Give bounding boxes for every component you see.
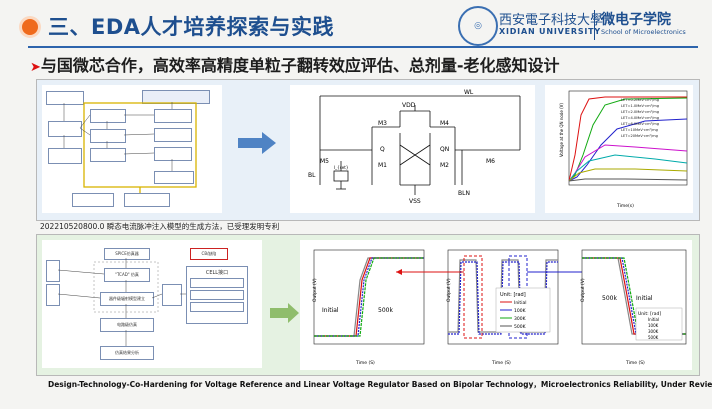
flow-box	[154, 147, 192, 161]
let-legend-item: LET=4.0MeV·cm²/mg	[621, 116, 659, 120]
flow-box	[90, 109, 126, 123]
chart3-initial-label: Initial	[636, 295, 653, 302]
flow-box	[154, 128, 192, 142]
chart3-legend-item: 500K	[648, 335, 659, 340]
paper-caption: Design-Technology-Co-Hardening for Volta…	[48, 380, 712, 389]
flow-box	[124, 193, 170, 207]
m2-label: M2	[440, 162, 449, 169]
tcad-box: "TCAD" 仿真	[104, 268, 150, 282]
flow-box	[190, 278, 244, 288]
flow-box	[90, 148, 126, 162]
bl-label: BL	[308, 172, 316, 179]
let-legend-item: LET=10MeV·cm²/mg	[621, 128, 658, 132]
qn-label: QN	[440, 146, 449, 153]
chart3-500k-label: 500k	[602, 295, 617, 302]
wl-label: WL	[464, 89, 474, 96]
chart2-legend-item: 100K	[514, 308, 527, 314]
let-legend-item: LET=2.0MeV·cm²/mg	[621, 110, 659, 114]
chart3-legend-item: Initial	[648, 317, 659, 322]
tid-waveform-charts: Initial 500k Output (V) Time (S) Unit: […	[300, 240, 692, 370]
chart1-ylabel: Output (V)	[312, 278, 318, 302]
m4-label: M4	[440, 120, 449, 127]
chart3-ylabel: Output (V)	[580, 278, 586, 302]
interface-label: CB/缺陷	[190, 248, 228, 260]
flow-box	[190, 290, 244, 300]
university-seal-icon: ◎	[458, 6, 498, 46]
eda-flow-diagram	[42, 85, 222, 213]
subtitle-arrow-icon: ➤	[30, 60, 41, 75]
device-model-box: 器件级辐射模型建立	[100, 292, 154, 306]
subtitle-text: 与国微芯合作，高效率高精度单粒子翻转效应评估、总剂量-老化感知设计	[40, 56, 560, 75]
flow-box	[162, 284, 182, 306]
bln-label: BLN	[458, 190, 470, 197]
let-response-chart: Voltage at the QN node (V) Time(s) LET=0…	[545, 85, 693, 213]
flow-box	[46, 260, 60, 282]
vss-label: VSS	[409, 198, 421, 205]
let-legend-item: LET=1.0MeV·cm²/mg	[621, 104, 659, 108]
flow-box	[46, 284, 60, 306]
let-legend-item: LET=0.2MeV·cm²/mg	[621, 98, 659, 102]
flow-box	[72, 193, 114, 207]
slide-subtitle: ➤与国微芯合作，高效率高精度单粒子翻转效应评估、总剂量-老化感知设计	[30, 52, 560, 76]
flow-box	[90, 129, 126, 143]
spice-simulator-box: SPICE仿真器	[104, 248, 150, 260]
chart2-legend-item: 500K	[514, 324, 527, 330]
let-legend-item: LET=20MeV·cm²/mg	[621, 134, 658, 138]
m5-label: M5	[320, 158, 329, 165]
page-title: 三、EDA人才培养探索与实践	[48, 15, 335, 39]
header-rule	[28, 46, 698, 48]
university-name-cn: 西安電子科技大學	[499, 13, 604, 28]
let-chart-xlabel: Time(s)	[616, 203, 634, 209]
m3-label: M3	[378, 120, 387, 127]
let-chart-plot: Voltage at the QN node (V) Time(s) LET=0…	[559, 90, 688, 209]
result-analysis-box: 仿真结果分析	[100, 346, 154, 360]
m1-label: M1	[378, 162, 387, 169]
university-name-en: XIDIAN UNIVERSITY	[499, 27, 602, 36]
patent-caption: 202210520800.0 瞬态电流脉冲注入模型的生成方法，已受理发明专利	[40, 222, 280, 231]
school-name-en: School of Microelectronics	[601, 28, 686, 36]
flow-box	[46, 91, 84, 105]
m6-label: M6	[486, 158, 495, 165]
chart2-legend-item: Initial	[514, 300, 526, 306]
chart3-legend-unit: Unit: [rad]	[638, 311, 661, 317]
let-legend-item: LET=6.0MeV·cm²/mg	[621, 122, 659, 126]
circuit-sim-box: 电路级仿真	[100, 318, 154, 332]
chart1-500k-label: 500k	[378, 307, 393, 314]
spice-flow-diagram: SPICE仿真器 "TCAD" 仿真 器件级辐射模型建立 电路级仿真 仿真结果分…	[42, 240, 262, 368]
chart3-legend-item: 300K	[648, 329, 659, 334]
chart3-legend-item: 100K	[648, 323, 659, 328]
spice-flow-connectors	[57, 258, 186, 346]
chart2-xlabel: Time (S)	[491, 360, 511, 366]
vdd-label: VDD	[402, 102, 416, 109]
chart3-xlabel: Time (S)	[625, 360, 645, 366]
chart2-legend-unit: Unit: [rad]	[500, 292, 526, 298]
school-name-cn: 微电子学院	[601, 12, 671, 28]
chart1-initial-label: Initial	[322, 307, 339, 314]
flow-connectors	[63, 102, 197, 193]
flow-box	[48, 148, 82, 164]
chart1-xlabel: Time (S)	[355, 360, 375, 366]
flow-box	[190, 302, 244, 312]
title-bullet-icon	[22, 19, 38, 35]
let-chart-ylabel: Voltage at the QN node (V)	[559, 103, 564, 157]
logo-divider	[594, 10, 595, 40]
right-arrow-icon	[270, 303, 299, 323]
current-source-label: I_{set}	[334, 165, 349, 170]
chart2-legend-item: 300K	[514, 316, 527, 322]
flow-box	[154, 171, 194, 184]
flow-box	[154, 109, 192, 123]
right-arrow-icon	[238, 132, 276, 154]
chart2-ylabel: Output (V)	[446, 278, 452, 302]
q-label: Q	[380, 146, 385, 153]
sram-schematic: VDD VSS WL BL BLN Q QN M1 M2 M3 M4 M5 M6…	[308, 89, 521, 205]
sram-circuit-diagram: VDD VSS WL BL BLN Q QN M1 M2 M3 M4 M5 M6…	[290, 85, 535, 213]
tid-waveform-plots: Initial 500k Output (V) Time (S) Unit: […	[312, 249, 687, 366]
